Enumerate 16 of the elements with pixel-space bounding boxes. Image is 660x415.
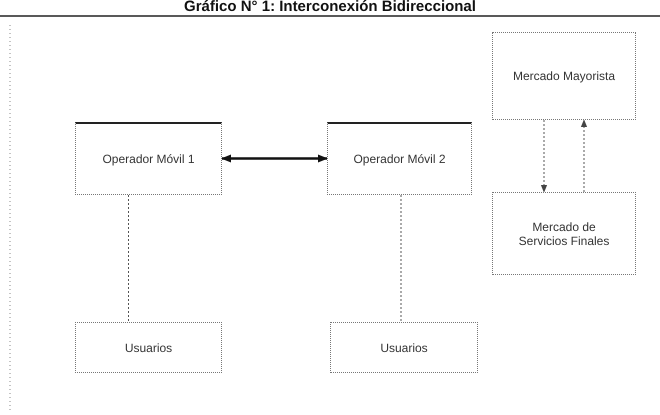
process-box (492, 192, 636, 275)
box-label: Usuarios (124, 340, 174, 354)
arrow (221, 154, 328, 162)
arrow (580, 119, 588, 192)
process-box (492, 32, 636, 120)
process-box (330, 322, 478, 373)
box-label: Operador Móvil 1 (101, 152, 196, 166)
arrow (540, 120, 548, 193)
process-box (327, 122, 472, 195)
box-label: Operador Móvil 2 (352, 152, 447, 166)
box-label: Mercado Mayorista (512, 69, 616, 83)
box-label: Mercado de Servicios Finales (518, 220, 610, 248)
title: Gráfico N° 1: Interconexión Bidireccional (183, 0, 477, 15)
process-box (75, 122, 222, 195)
process-box (75, 322, 222, 373)
box-label: Usuarios (379, 340, 429, 354)
